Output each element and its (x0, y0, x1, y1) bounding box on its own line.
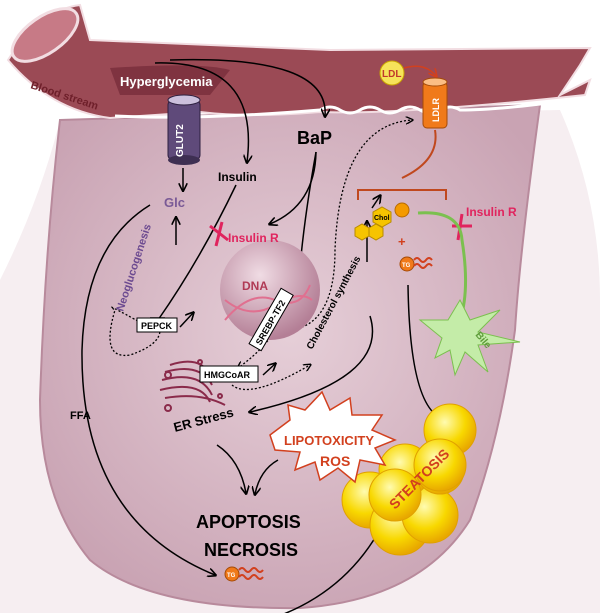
tg-top-label: TG (402, 263, 411, 269)
ffa-label: FFA (70, 410, 91, 422)
apoptosis-label: APOPTOSIS (196, 512, 301, 532)
tg-bottom-label: TG (227, 573, 236, 579)
lipotoxicity-burst (269, 390, 397, 484)
ldlr-bracket (357, 129, 447, 200)
pepck-label: PEPCK (141, 321, 173, 331)
ldl-to-ldlr-arrow (403, 65, 436, 76)
necrosis-label: NECROSIS (204, 540, 298, 560)
tg-bottom-icon (224, 566, 264, 582)
hmgcoar-box (199, 365, 259, 383)
plus-sign: + (398, 234, 406, 249)
tg-top-icon (399, 256, 433, 272)
ldlr-label: LDLR (431, 98, 441, 122)
insulin-r-block-icon (209, 221, 229, 247)
bile-cell-icon (418, 298, 521, 377)
lipotoxicity-label: LIPOTOXICITY (284, 433, 374, 448)
ldl-particle (379, 60, 405, 86)
insulin-r-right-label: Insulin R (466, 205, 517, 219)
glut2-label: GLUT2 (175, 124, 186, 157)
hmgcoar-label: HMGCoAR (204, 370, 250, 380)
nucleus (220, 240, 320, 340)
bile-pathway-line (417, 211, 468, 321)
insulin-r-left-label: Insulin R (228, 231, 279, 245)
ldl-label: LDL (382, 69, 401, 80)
ros-label: ROS (320, 453, 350, 469)
hyperglycemia-label: Hyperglycemia (120, 74, 213, 89)
chol-label: Chol (374, 215, 390, 222)
bap-label: BaP (297, 128, 332, 148)
steatosis-lipid-droplets (341, 403, 477, 556)
srebp-box (248, 287, 294, 352)
cholesterol-molecule-icon (354, 202, 410, 241)
dna-label: DNA (242, 279, 268, 293)
glc-label: Glc (164, 195, 185, 210)
glut2-transporter (167, 94, 201, 165)
insulin-label: Insulin (218, 170, 257, 184)
ldlr-receptor (422, 77, 448, 129)
pepck-box (136, 317, 178, 333)
